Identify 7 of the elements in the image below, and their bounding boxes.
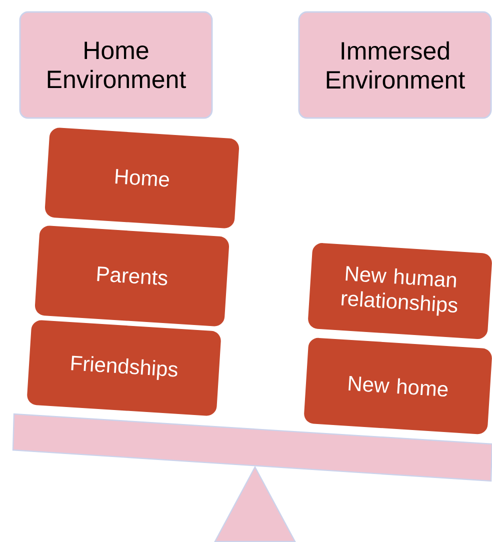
item-box: Friendships [27,320,221,416]
item-box: New human relationships [308,243,492,339]
item-box: Parents [35,226,229,326]
heading-box: Immersed Environment [298,11,492,119]
item-box: New home [304,338,492,434]
heading-box: Home Environment [19,11,213,119]
item-box: Home [45,128,239,228]
